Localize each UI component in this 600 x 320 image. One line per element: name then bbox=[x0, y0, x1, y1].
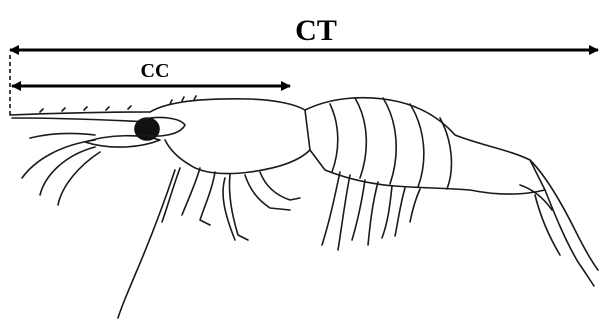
carapace bbox=[150, 99, 310, 174]
shrimp-illustration bbox=[10, 96, 598, 318]
antennae bbox=[22, 140, 95, 178]
carapace-length-label: CC bbox=[141, 60, 170, 82]
carapace-length-measure: CC bbox=[12, 60, 290, 86]
walking-legs bbox=[182, 168, 200, 215]
total-length-label: CT bbox=[295, 14, 337, 47]
rostrum bbox=[10, 112, 150, 115]
pleopods bbox=[322, 172, 340, 245]
abdomen bbox=[305, 98, 545, 194]
total-length-measure: CT bbox=[10, 14, 598, 50]
cheliped bbox=[118, 170, 175, 318]
